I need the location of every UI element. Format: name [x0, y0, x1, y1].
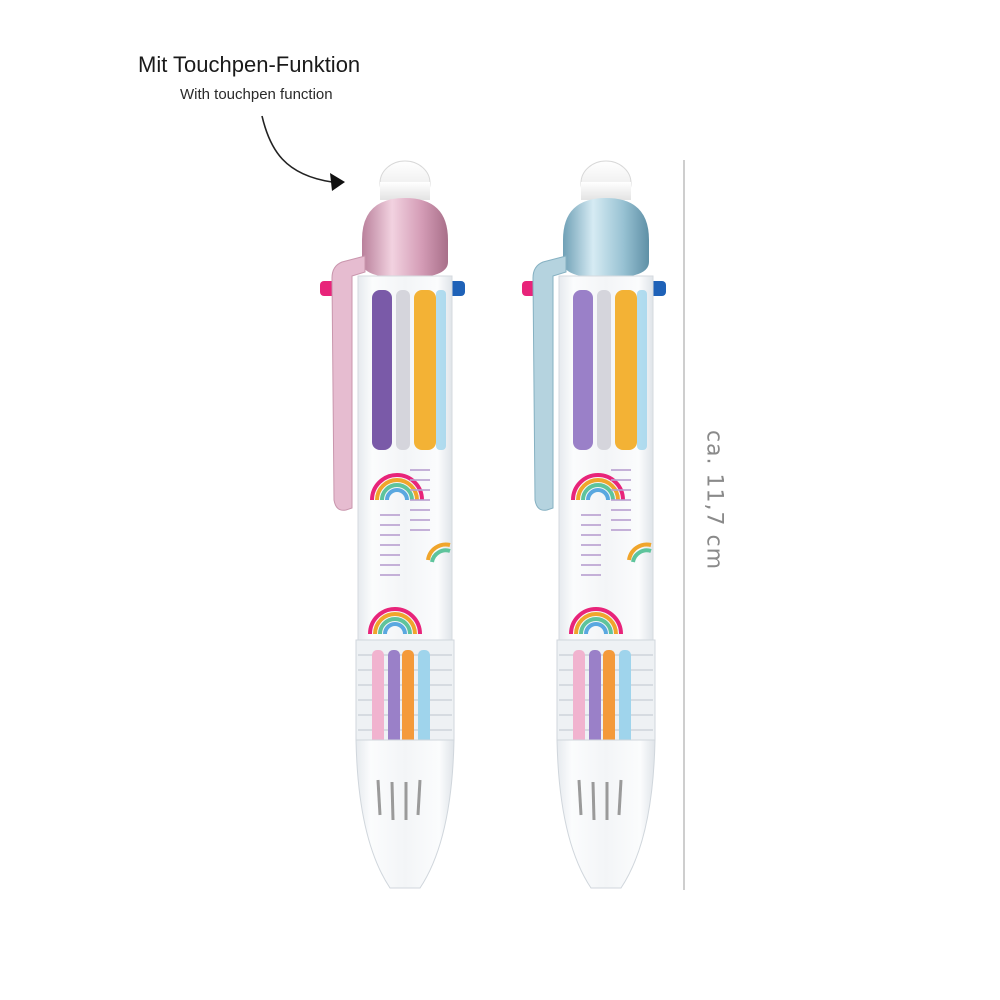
pen-pink: [320, 160, 465, 889]
arrowhead-icon: [330, 173, 345, 191]
pen-cap: [563, 198, 649, 278]
annotation-subtitle: With touchpen function: [180, 86, 333, 103]
rainbow-decor: [368, 473, 451, 635]
pen-clip: [532, 255, 567, 511]
arrow-icon: [261, 115, 333, 183]
pen-cap: [362, 198, 448, 278]
pen-clip: [331, 255, 366, 511]
rainbow-decor: [569, 473, 652, 635]
pen-blue: [522, 160, 666, 889]
annotation-title: Mit Touchpen-Funktion: [138, 52, 361, 77]
